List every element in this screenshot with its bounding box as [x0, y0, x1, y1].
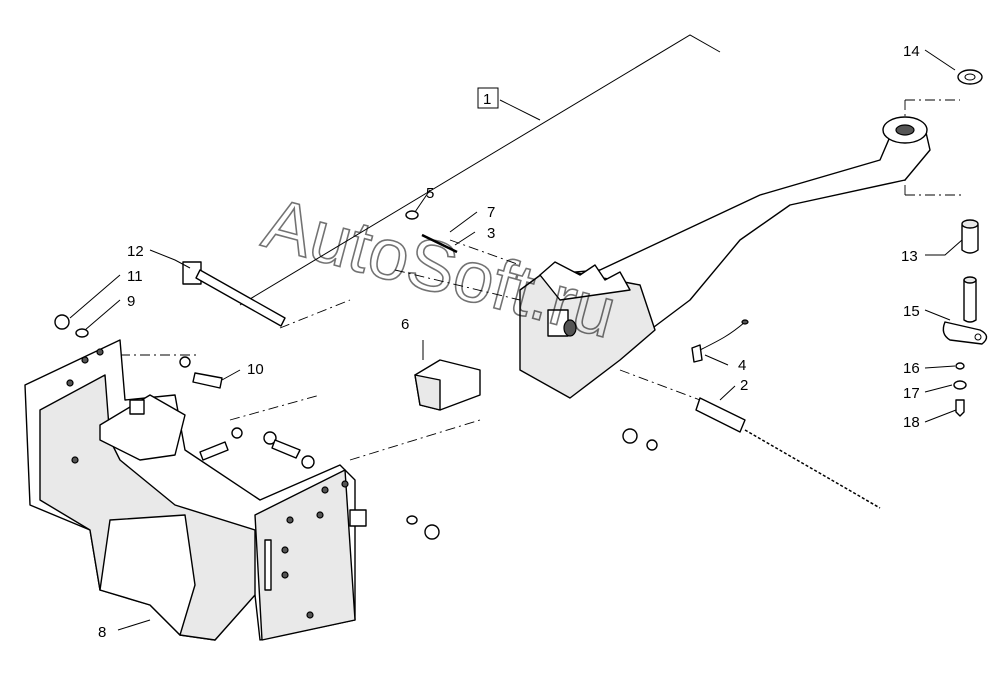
- callout-11: 11: [127, 268, 143, 285]
- callout-10: 10: [247, 361, 264, 378]
- callout-box-1: [477, 87, 499, 109]
- callout-9: 9: [127, 293, 135, 310]
- callout-6: 6: [401, 316, 409, 333]
- callout-7: 7: [487, 204, 495, 221]
- center-lines: [120, 34, 965, 461]
- callout-16: 16: [903, 360, 920, 377]
- callout-3: 3: [487, 225, 495, 242]
- callout-5: 5: [426, 185, 434, 202]
- arm-part-1: [519, 116, 931, 399]
- callout-14: 14: [903, 43, 920, 60]
- callout-13: 13: [901, 248, 918, 265]
- callout-leaders: [69, 49, 963, 631]
- small-hardware: [54, 210, 881, 540]
- base-bracket-part-8: [24, 339, 367, 641]
- bolt-part-12: [182, 261, 286, 327]
- callout-4: 4: [738, 357, 746, 374]
- callout-17: 17: [903, 385, 920, 402]
- callout-18: 18: [903, 414, 920, 431]
- callout-8: 8: [98, 624, 106, 641]
- callout-15: 15: [903, 303, 920, 320]
- hook-block-part-6: [414, 359, 481, 411]
- callout-12: 12: [127, 243, 144, 260]
- watermark: AutoSoft.ru: [255, 183, 624, 354]
- callout-2: 2: [740, 377, 748, 394]
- pin-assembly: [942, 69, 988, 417]
- callout-1: 1: [483, 91, 491, 108]
